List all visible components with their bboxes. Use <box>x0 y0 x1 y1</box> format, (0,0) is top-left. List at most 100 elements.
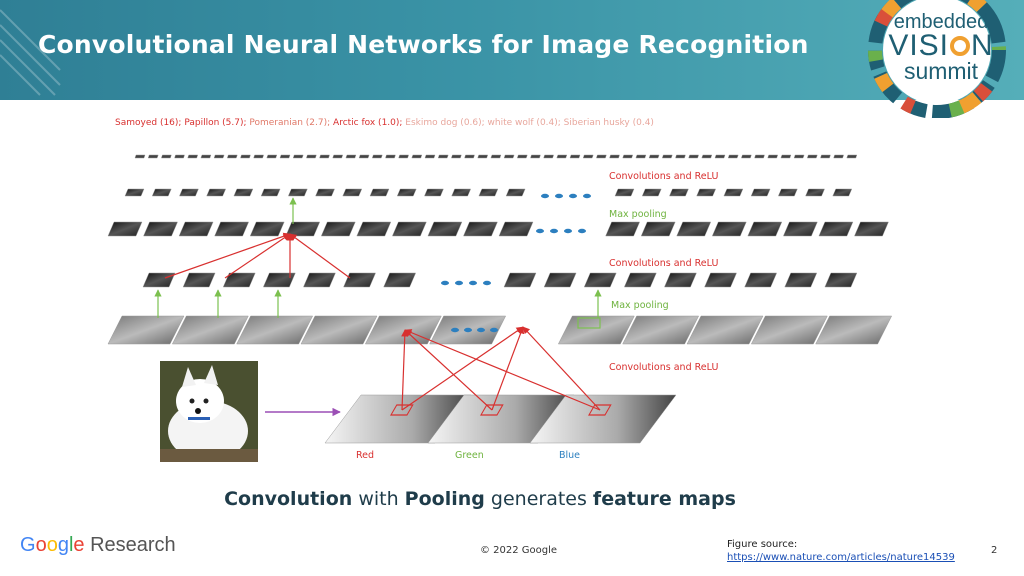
feature-map-small <box>641 188 662 197</box>
feature-map-conv-2 <box>784 272 818 288</box>
google-letter: g <box>57 534 69 556</box>
slide-caption: Convolution with Pooling generates featu… <box>0 488 960 510</box>
feature-map-tiny <box>253 154 264 159</box>
feature-map-small <box>124 188 145 197</box>
feature-map-conv-2 <box>222 272 256 288</box>
feature-map-small <box>750 188 771 197</box>
feature-map-tiny <box>226 154 238 159</box>
feature-map-small <box>777 188 798 197</box>
feature-map-conv-1 <box>686 315 764 345</box>
feature-map-tiny <box>398 154 409 159</box>
caption-generates: generates <box>484 488 593 510</box>
feature-map-small <box>206 188 227 197</box>
feature-map-tiny <box>134 154 146 159</box>
feature-map-small <box>233 188 254 197</box>
continuation-dots <box>477 327 485 333</box>
caption-with: with <box>352 488 405 510</box>
caption-pooling: Pooling <box>404 488 485 510</box>
feature-map-tiny <box>530 154 541 159</box>
feature-map-tiny <box>240 154 251 159</box>
figure-source-link[interactable]: https://www.nature.com/articles/nature14… <box>727 552 955 563</box>
feature-map-tiny <box>582 154 594 159</box>
continuation-dots <box>536 228 544 234</box>
page-number: 2 <box>991 545 998 556</box>
google-letter: l <box>68 534 74 556</box>
feature-map-pooled-1 <box>747 221 783 237</box>
feature-map-pooled-1 <box>214 221 250 237</box>
continuation-dots <box>451 327 459 333</box>
feature-map-tiny <box>451 154 462 159</box>
feature-map-pooled-1 <box>320 221 356 237</box>
feature-map-small <box>451 188 472 197</box>
feature-map-pooled-1 <box>107 221 143 237</box>
connection-arrow <box>164 232 291 279</box>
google-research-logo: Google Research <box>20 534 176 557</box>
feature-map-tiny <box>464 154 475 159</box>
continuation-dots <box>455 280 463 286</box>
feature-map-small <box>669 188 689 197</box>
feature-map-conv-1 <box>750 315 828 345</box>
header-stripes <box>0 9 61 96</box>
feature-map-conv-2 <box>383 272 417 288</box>
feature-map-small <box>287 188 308 197</box>
feature-map-pooled-1 <box>818 221 854 237</box>
feature-map-conv-2 <box>623 272 657 288</box>
feature-map-tiny <box>187 154 199 159</box>
channel-label-green: Green <box>455 450 484 461</box>
feature-map-pooled-1 <box>605 221 641 237</box>
research-wordmark: Research <box>84 534 176 556</box>
feature-map-conv-2 <box>142 272 176 288</box>
feature-map-small <box>315 188 335 197</box>
prediction-item: Pomeranian (2.7); <box>249 118 334 128</box>
feature-map-conv-1 <box>300 315 378 345</box>
prediction-item: Samoyed (16); <box>115 118 185 128</box>
feature-map-tiny <box>174 154 185 159</box>
feature-map-tiny <box>754 154 765 159</box>
channel-label-blue: Blue <box>559 450 581 461</box>
label-convolutions-relu-1: Convolutions and ReLU <box>609 171 719 182</box>
feature-map-pooled-1 <box>249 221 285 237</box>
feature-map-conv-2 <box>503 272 537 288</box>
feature-map-conv-2 <box>262 272 296 288</box>
feature-map-tiny <box>714 154 726 159</box>
connection-arrow <box>401 326 524 411</box>
feature-map-tiny <box>490 154 502 159</box>
feature-map-conv-1 <box>171 315 249 345</box>
label-max-pooling-1: Max pooling <box>609 209 667 220</box>
continuation-dots <box>541 193 549 199</box>
feature-map-tiny <box>569 154 581 159</box>
feature-map-conv-2 <box>824 272 858 288</box>
feature-map-tiny <box>385 154 396 159</box>
pooling-window-box <box>577 317 601 329</box>
feature-map-tiny <box>437 154 449 159</box>
feature-map-tiny <box>147 154 159 159</box>
feature-map-tiny <box>820 154 831 159</box>
feature-map-tiny <box>648 154 660 159</box>
prediction-item: Arctic fox (1.0); <box>333 118 406 128</box>
continuation-dots <box>564 228 572 234</box>
feature-map-conv-2 <box>664 272 697 288</box>
slide-title: Convolutional Neural Networks for Image … <box>38 30 809 59</box>
feature-map-conv-2 <box>543 272 577 288</box>
continuation-dots <box>490 327 498 333</box>
logo-o-ring-icon <box>950 36 971 56</box>
feature-map-pooled-1 <box>854 221 889 237</box>
feature-map-tiny <box>661 154 673 159</box>
prediction-item: Eskimo dog (0.6); <box>405 118 488 128</box>
channel-label-red: Red <box>356 450 375 461</box>
feature-map-tiny <box>516 154 528 159</box>
feature-map-pooled-1 <box>711 221 747 237</box>
google-letter: G <box>20 534 36 556</box>
logo-text-summit: summit <box>903 58 979 84</box>
feature-map-tiny <box>806 154 818 159</box>
feature-map-tiny <box>596 154 607 159</box>
label-max-pooling-2: Max pooling <box>611 300 669 311</box>
feature-map-tiny <box>200 154 212 159</box>
prediction-item: Siberian husky (0.4) <box>563 118 654 128</box>
feature-map-tiny <box>846 154 858 159</box>
google-letter: o <box>46 534 58 556</box>
connection-arrow <box>491 326 525 411</box>
feature-map-tiny <box>675 154 686 159</box>
continuation-dots <box>569 193 577 199</box>
